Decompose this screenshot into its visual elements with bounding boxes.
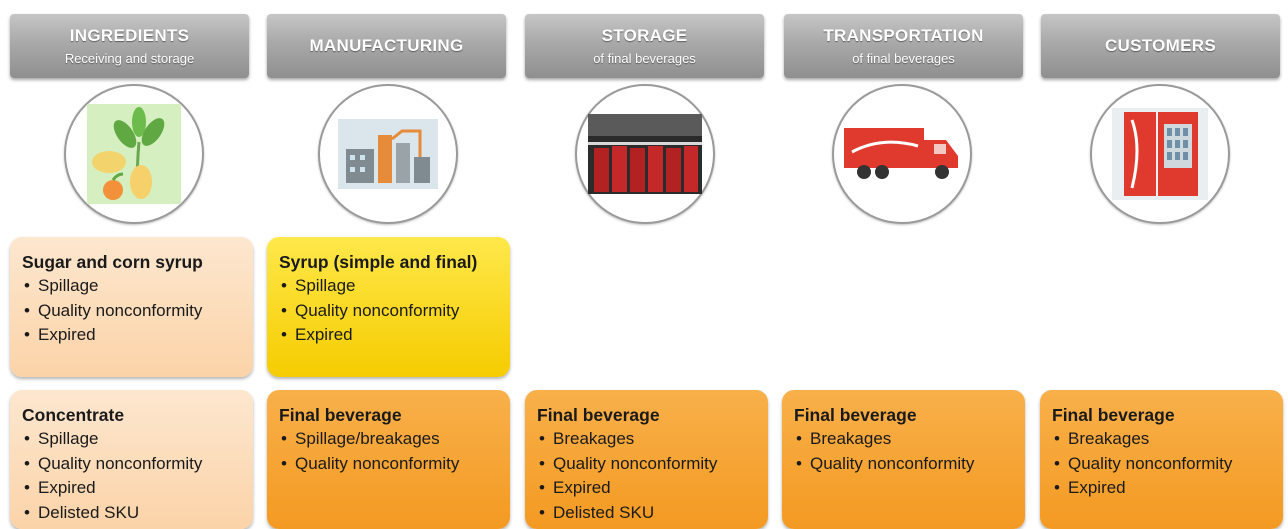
list-item: Expired: [537, 476, 758, 501]
card-list: Spillage Quality nonconformity Expired: [22, 274, 243, 348]
list-item: Breakages: [537, 427, 758, 452]
list-item: Quality nonconformity: [537, 452, 758, 477]
card-list: Spillage Quality nonconformity Expired D…: [22, 427, 243, 525]
list-item: Breakages: [794, 427, 1015, 452]
list-item: Spillage: [22, 427, 243, 452]
warehouse-storage-icon: [575, 84, 715, 224]
stage-title: CUSTOMERS: [1104, 36, 1216, 55]
list-item: Quality nonconformity: [794, 452, 1015, 477]
stage-header-storage: STORAGE of final beverages: [525, 14, 764, 78]
factory-icon: [318, 84, 458, 224]
list-item: Delisted SKU: [537, 501, 758, 526]
list-item: Expired: [22, 323, 243, 348]
waste-card-final-beverage-transportation: Final beverage Breakages Quality nonconf…: [782, 390, 1025, 529]
card-list: Breakages Quality nonconformity Expired: [1052, 427, 1273, 501]
stage-title: TRANSPORTATION: [823, 25, 984, 45]
ingredients-plants-icon: [64, 84, 204, 224]
card-title: Final beverage: [1052, 405, 1175, 425]
stage-title: MANUFACTURING: [309, 36, 464, 55]
list-item: Quality nonconformity: [1052, 452, 1273, 477]
list-item: Expired: [1052, 476, 1273, 501]
stage-subtitle: Receiving and storage: [64, 50, 195, 66]
card-list: Spillage/breakages Quality nonconformity: [279, 427, 500, 476]
stage-title: STORAGE: [601, 25, 688, 45]
stage-header-transportation: TRANSPORTATION of final beverages: [784, 14, 1023, 78]
card-list: Breakages Quality nonconformity: [794, 427, 1015, 476]
stage-subtitle: of final beverages: [593, 50, 696, 66]
card-list: Spillage Quality nonconformity Expired: [279, 274, 500, 348]
list-item: Breakages: [1052, 427, 1273, 452]
card-title: Concentrate: [22, 405, 125, 425]
card-list: Breakages Quality nonconformity Expired …: [537, 427, 758, 525]
vending-machine-icon: [1090, 84, 1230, 224]
waste-card-final-beverage-storage: Final beverage Breakages Quality nonconf…: [525, 390, 768, 529]
list-item: Quality nonconformity: [279, 299, 500, 324]
stage-header-customers: CUSTOMERS: [1041, 14, 1280, 78]
card-title: Final beverage: [279, 405, 402, 425]
stage-header-ingredients: INGREDIENTS Receiving and storage: [10, 14, 249, 78]
list-item: Spillage: [279, 274, 500, 299]
list-item: Expired: [22, 476, 243, 501]
waste-card-concentrate: Concentrate Spillage Quality nonconformi…: [10, 390, 253, 529]
list-item: Quality nonconformity: [279, 452, 500, 477]
card-title: Sugar and corn syrup: [22, 252, 203, 272]
waste-card-final-beverage-manufacturing: Final beverage Spillage/breakages Qualit…: [267, 390, 510, 529]
stage-subtitle: of final beverages: [852, 50, 955, 66]
card-title: Final beverage: [794, 405, 917, 425]
stage-title: INGREDIENTS: [69, 25, 190, 45]
list-item: Quality nonconformity: [22, 452, 243, 477]
waste-card-syrup: Syrup (simple and final) Spillage Qualit…: [267, 237, 510, 377]
list-item: Expired: [279, 323, 500, 348]
waste-card-sugar-corn-syrup: Sugar and corn syrup Spillage Quality no…: [10, 237, 253, 377]
list-item: Delisted SKU: [22, 501, 243, 526]
card-title: Syrup (simple and final): [279, 252, 478, 272]
list-item: Spillage/breakages: [279, 427, 500, 452]
delivery-truck-icon: [832, 84, 972, 224]
stage-header-manufacturing: MANUFACTURING: [267, 14, 506, 78]
card-title: Final beverage: [537, 405, 660, 425]
list-item: Spillage: [22, 274, 243, 299]
list-item: Quality nonconformity: [22, 299, 243, 324]
waste-card-final-beverage-customers: Final beverage Breakages Quality nonconf…: [1040, 390, 1283, 529]
